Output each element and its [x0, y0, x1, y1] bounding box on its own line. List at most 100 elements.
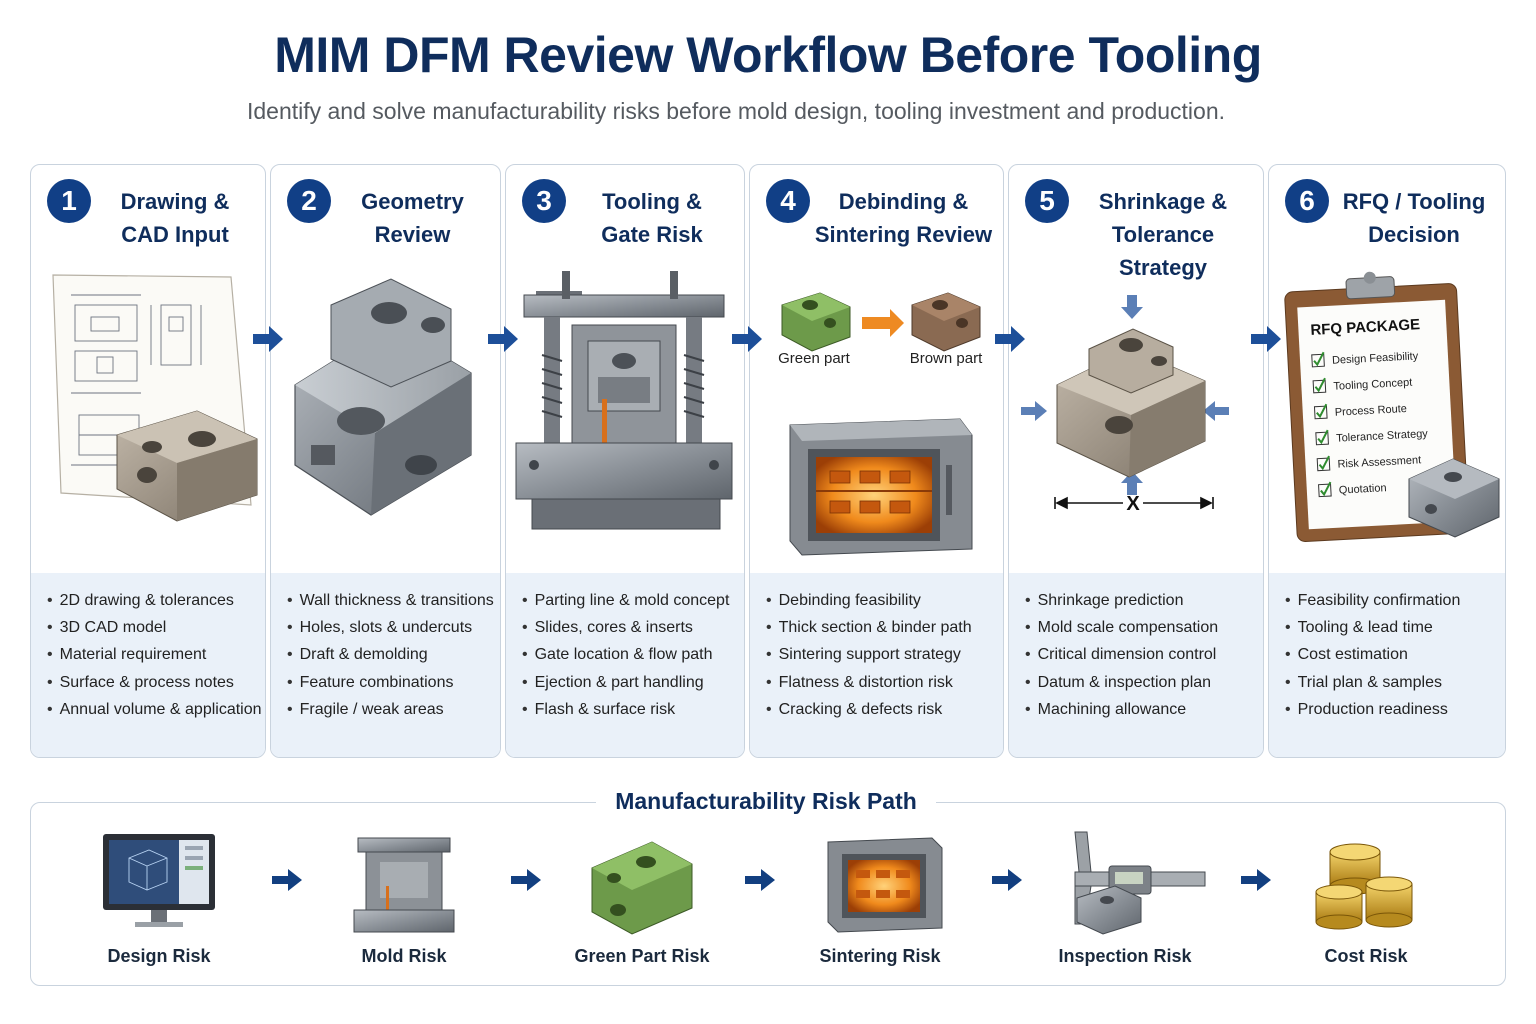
step-heading: Geometry Review	[331, 185, 494, 251]
risk-item-label: Inspection Risk	[1058, 946, 1192, 966]
green-part-label: Green part	[778, 350, 851, 367]
bullet-item: Gate location & flow path	[522, 641, 744, 668]
bullet-item: Trial plan & samples	[1285, 669, 1505, 696]
bullet-item: Production readiness	[1285, 696, 1505, 723]
bullet-item: Wall thickness & transitions	[287, 587, 500, 614]
arrow-right-icon	[1251, 326, 1281, 352]
bullet-item: Thick section & binder path	[766, 614, 1003, 641]
step-heading: Drawing & CAD Input	[91, 185, 259, 251]
step-heading-line: Tooling &	[602, 189, 702, 214]
green-part-icon	[781, 292, 851, 352]
bullet-item: Feature combinations	[287, 669, 500, 696]
checkbox-icon	[1311, 351, 1325, 368]
mold-icon	[353, 837, 455, 933]
caliper-icon	[1074, 831, 1206, 935]
step-number-badge: 4	[766, 179, 810, 223]
bullet-item: Flatness & distortion risk	[766, 669, 1003, 696]
step-heading: Tooling & Gate Risk	[566, 185, 738, 251]
checkbox-icon	[1313, 403, 1328, 420]
step-heading-line: Sintering Review	[814, 222, 993, 247]
bullet-item: Feasibility confirmation	[1285, 587, 1505, 614]
step-bullet-list: Feasibility confirmation Tooling & lead …	[1269, 573, 1505, 757]
bullet-item: 2D drawing & tolerances	[47, 587, 265, 614]
step-heading-line: Decision	[1368, 222, 1460, 247]
step-heading-line: Gate Risk	[601, 222, 703, 247]
metal-part-illustration	[271, 265, 500, 565]
bullet-item: Annual volume & application	[47, 696, 265, 723]
green-part-icon	[591, 841, 693, 935]
rfq-item: Risk Assessment	[1337, 454, 1421, 470]
bullet-item: Cracking & defects risk	[766, 696, 1003, 723]
checkbox-icon	[1312, 377, 1327, 394]
rfq-item: Quotation	[1339, 482, 1387, 496]
risk-item-inspection: Inspection Risk	[1035, 828, 1215, 978]
step-heading-line: Review	[374, 222, 451, 247]
dimension-label: X	[1126, 493, 1140, 515]
bullet-item: 3D CAD model	[47, 614, 265, 641]
step-number-badge: 1	[47, 179, 91, 223]
risk-item-label: Green Part Risk	[574, 946, 710, 966]
bullet-item: Machining allowance	[1025, 696, 1263, 723]
furnace-icon	[827, 837, 943, 933]
rfq-item: Tolerance Strategy	[1336, 428, 1429, 445]
arrow-right-icon	[1241, 869, 1271, 891]
checkbox-icon	[1315, 429, 1329, 446]
bullet-item: Holes, slots & undercuts	[287, 614, 500, 641]
arrow-right-icon	[992, 869, 1022, 891]
brown-part-label: Brown part	[910, 350, 983, 367]
metal-part-icon	[1408, 458, 1500, 538]
bullet-item: Surface & process notes	[47, 669, 265, 696]
step-number-badge: 2	[287, 179, 331, 223]
step-bullet-list: 2D drawing & tolerances 3D CAD model Mat…	[31, 573, 265, 757]
page-title: MIM DFM Review Workflow Before Tooling	[274, 27, 1262, 83]
step-heading: Debinding & Sintering Review	[810, 185, 997, 251]
step-bullet-list: Parting line & mold concept Slides, core…	[506, 573, 744, 757]
arrow-right-icon	[272, 869, 302, 891]
bullet-item: Draft & demolding	[287, 641, 500, 668]
step-heading-line: CAD Input	[121, 222, 229, 247]
risk-item-label: Mold Risk	[361, 946, 447, 966]
bullet-item: Debinding feasibility	[766, 587, 1003, 614]
shrinkage-illustration: X	[1009, 265, 1263, 565]
rfq-item: Tooling Concept	[1333, 377, 1412, 393]
step-heading: RFQ / Tooling Decision	[1329, 185, 1499, 251]
step-bullet-list: Wall thickness & transitions Holes, slot…	[271, 573, 500, 757]
step-number-badge: 6	[1285, 179, 1329, 223]
risk-item-label: Cost Risk	[1324, 946, 1408, 966]
step-heading-line: Shrinkage &	[1098, 189, 1228, 214]
checkbox-icon	[1318, 481, 1332, 498]
brown-part-icon	[911, 292, 981, 352]
risk-item-label: Design Risk	[107, 946, 211, 966]
bullet-item: Sintering support strategy	[766, 641, 1003, 668]
step-card-1: 1 Drawing & CAD Input	[30, 164, 266, 758]
monitor-icon	[103, 834, 215, 927]
rfq-item: Design Feasibility	[1332, 350, 1419, 367]
risk-item-design: Design Risk	[69, 828, 249, 978]
mold-tool-illustration	[506, 265, 744, 565]
step-heading-line: Debinding &	[838, 189, 969, 214]
step-card-4: 4 Debinding & Sintering Review Green par…	[749, 164, 1004, 758]
arrow-right-icon	[995, 326, 1025, 352]
step-number-badge: 3	[522, 179, 566, 223]
coins-icon	[1315, 843, 1413, 930]
step-number-badge: 5	[1025, 179, 1069, 223]
bullet-item: Mold scale compensation	[1025, 614, 1263, 641]
bullet-item: Datum & inspection plan	[1025, 669, 1263, 696]
bullet-item: Tooling & lead time	[1285, 614, 1505, 641]
bullet-item: Cost estimation	[1285, 641, 1505, 668]
arrow-right-icon	[511, 869, 541, 891]
step-heading-line: Tolerance Strategy	[1111, 222, 1215, 280]
step-heading-line: RFQ / Tooling	[1342, 189, 1486, 214]
process-arrow-icon	[862, 309, 904, 337]
bullet-item: Fragile / weak areas	[287, 696, 500, 723]
arrow-right-icon	[488, 326, 518, 352]
rfq-heading: RFQ PACKAGE	[1310, 316, 1420, 339]
risk-item-mold: Mold Risk	[314, 828, 494, 978]
bullet-item: Flash & surface risk	[522, 696, 744, 723]
step-card-3: 3 Tooling & Gate Risk	[505, 164, 745, 758]
rfq-item: Process Route	[1334, 403, 1407, 419]
risk-item-green-part: Green Part Risk	[552, 828, 732, 978]
step-bullet-list: Shrinkage prediction Mold scale compensa…	[1009, 573, 1263, 757]
risk-path-title: Manufacturability Risk Path	[596, 788, 936, 815]
rfq-clipboard-illustration: RFQ PACKAGE Design Feasibility Tooling C…	[1269, 265, 1505, 565]
